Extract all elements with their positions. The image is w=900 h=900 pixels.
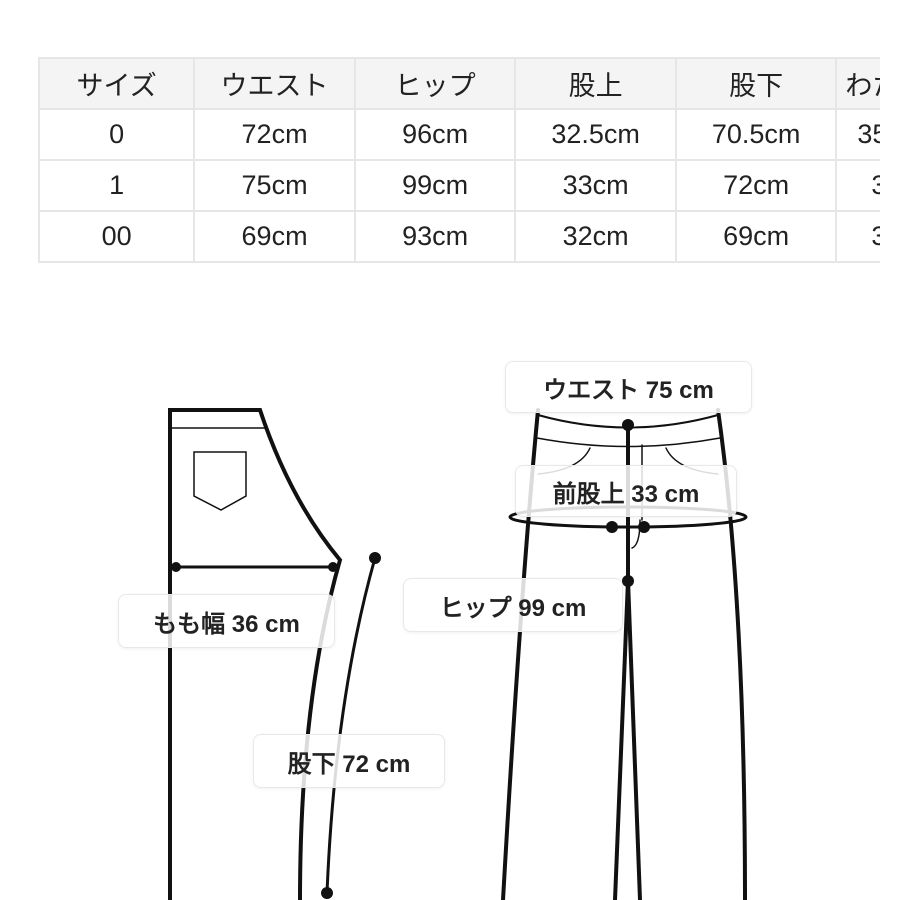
header-cell: 股上: [514, 57, 677, 110]
hip-label: ヒップ 99 cm: [403, 578, 623, 632]
header-cell: サイズ: [38, 57, 196, 110]
back-pocket: [193, 451, 247, 511]
cell: 99cm: [353, 159, 517, 212]
cell: 69cm: [193, 210, 356, 263]
cell: 00: [38, 210, 196, 263]
cell: 96cm: [353, 108, 517, 161]
cell: 72cm: [193, 108, 356, 161]
header-cell: 股下: [674, 57, 838, 110]
cell: 69cm: [674, 210, 838, 263]
cell: 35.5cm: [835, 108, 880, 161]
cell: 1: [38, 159, 196, 212]
header-cell: ウエスト: [193, 57, 356, 110]
cell: 33cm: [514, 159, 677, 212]
cell: 93cm: [353, 210, 517, 263]
inseam-label: 股下 72 cm: [253, 734, 445, 788]
cell: 32.5cm: [514, 108, 677, 161]
table-header-row: サイズ ウエスト ヒップ 股上 股下 わたり: [38, 57, 880, 110]
cell: 72cm: [674, 159, 838, 212]
header-cell: わたり: [835, 57, 880, 110]
cell: 70.5cm: [674, 108, 838, 161]
front-rise-label: 前股上 33 cm: [515, 465, 737, 517]
header-cell: ヒップ: [353, 57, 517, 110]
cell: 0: [38, 108, 196, 161]
table-row: 00 69cm 93cm 32cm 69cm 35cm: [38, 210, 880, 263]
size-table: サイズ ウエスト ヒップ 股上 股下 わたり 0 72cm 96cm 32.5c…: [38, 57, 880, 267]
cell: 75cm: [193, 159, 356, 212]
table-row: 0 72cm 96cm 32.5cm 70.5cm 35.5cm: [38, 108, 880, 161]
side-view-pants: [168, 408, 381, 900]
inseam-measure-line: [325, 556, 377, 895]
cell: 32cm: [514, 210, 677, 263]
waist-label: ウエスト 75 cm: [505, 361, 752, 413]
thigh-label: もも幅 36 cm: [118, 594, 335, 648]
cell: 35cm: [835, 210, 880, 263]
